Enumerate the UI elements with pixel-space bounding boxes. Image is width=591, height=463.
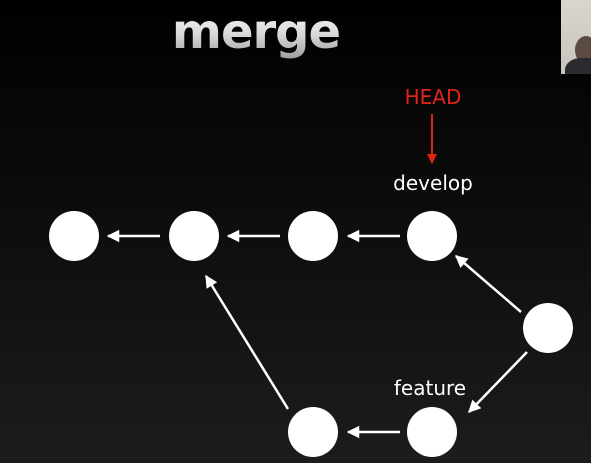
- commit-node-merge: [523, 303, 573, 353]
- presenter-head: [575, 36, 591, 64]
- commit-node: [169, 211, 219, 261]
- slide-title: merge: [0, 4, 512, 60]
- commit-node: [288, 211, 338, 261]
- head-label: HEAD: [405, 85, 462, 109]
- commit-node: [288, 407, 338, 457]
- develop-label: develop: [393, 171, 473, 195]
- feature-label: feature: [394, 376, 466, 400]
- webcam-thumbnail: [561, 0, 591, 74]
- commit-node-feature: [407, 407, 457, 457]
- presenter-shoulders: [565, 58, 591, 74]
- arrow-f1-to-c2: [204, 274, 290, 410]
- arrow-merge-to-develop: [455, 255, 522, 313]
- arrow-merge-to-feature: [468, 351, 528, 413]
- commit-node-develop: [407, 211, 457, 261]
- commit-node: [49, 211, 99, 261]
